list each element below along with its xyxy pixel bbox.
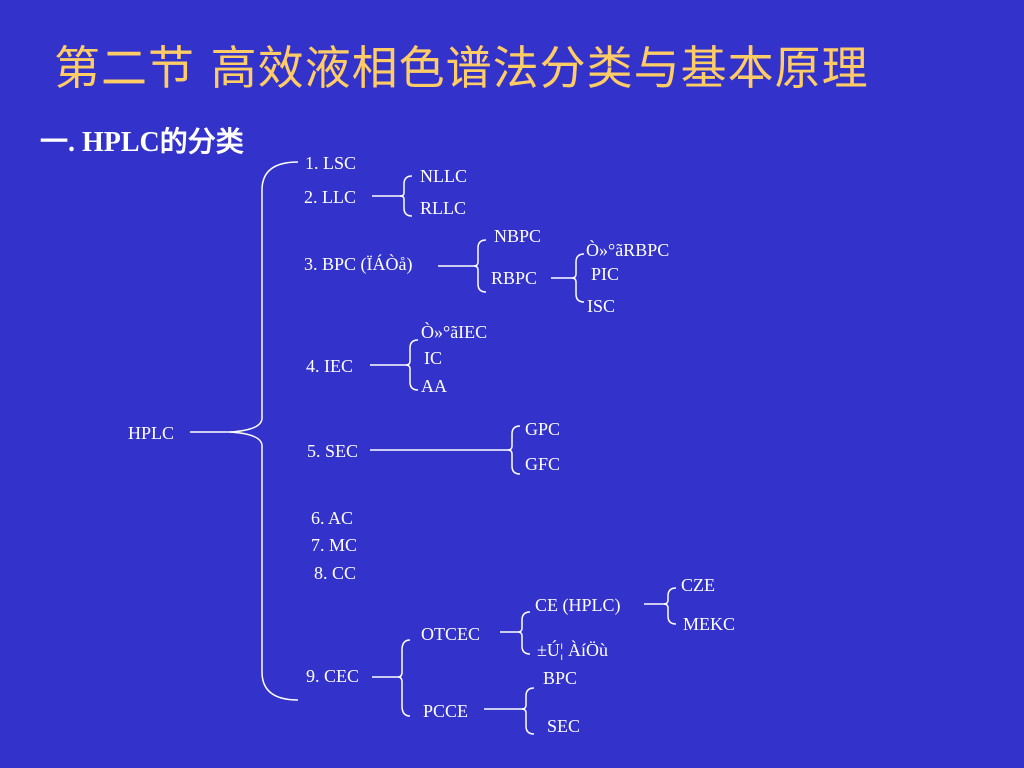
node-pcce-bpc: BPC bbox=[543, 668, 578, 688]
node-mekc: MEKC bbox=[683, 614, 736, 634]
node-bpc: 3. BPC (ÏÁÒå) bbox=[304, 254, 413, 274]
node-nllc: NLLC bbox=[420, 166, 467, 186]
node-nbpc: NBPC bbox=[494, 226, 542, 246]
node-sec: 5. SEC bbox=[307, 441, 359, 461]
node-otcec: OTCEC bbox=[421, 624, 481, 644]
node-lsc: 1. LSC bbox=[305, 153, 357, 173]
section-heading: 一. HPLC的分类 bbox=[40, 127, 244, 158]
slide-title: 第二节 高效液相色谱法分类与基本原理 bbox=[54, 41, 869, 95]
node-pic: PIC bbox=[591, 264, 620, 284]
node-hplc: HPLC bbox=[128, 423, 175, 443]
node-ac: 6. AC bbox=[311, 508, 354, 528]
node-mc: 7. MC bbox=[311, 535, 358, 555]
node-iec: 4. IEC bbox=[306, 356, 353, 376]
node-iec-general: Ò»°ãIEC bbox=[421, 322, 488, 342]
node-isc: ISC bbox=[587, 296, 616, 316]
node-rllc: RLLC bbox=[420, 198, 467, 218]
node-gfc: GFC bbox=[525, 454, 561, 474]
node-gpc: GPC bbox=[525, 419, 561, 439]
node-cze: CZE bbox=[681, 575, 715, 595]
node-cec: 9. CEC bbox=[306, 666, 360, 686]
node-llc: 2. LLC bbox=[304, 187, 356, 207]
node-pcce-sec: SEC bbox=[547, 716, 581, 736]
node-ce-hplc: CE (HPLC) bbox=[535, 595, 621, 615]
node-cc: 8. CC bbox=[314, 563, 357, 583]
node-aa: AA bbox=[421, 376, 447, 396]
node-pcce: PCCE bbox=[423, 701, 469, 721]
node-otcec-other: ±Ú¦ ÀíÖù bbox=[537, 640, 608, 660]
node-rbpc: RBPC bbox=[491, 268, 538, 288]
node-ic: IC bbox=[424, 348, 442, 368]
node-rbpc-general: Ò»°ãRBPC bbox=[586, 240, 670, 260]
